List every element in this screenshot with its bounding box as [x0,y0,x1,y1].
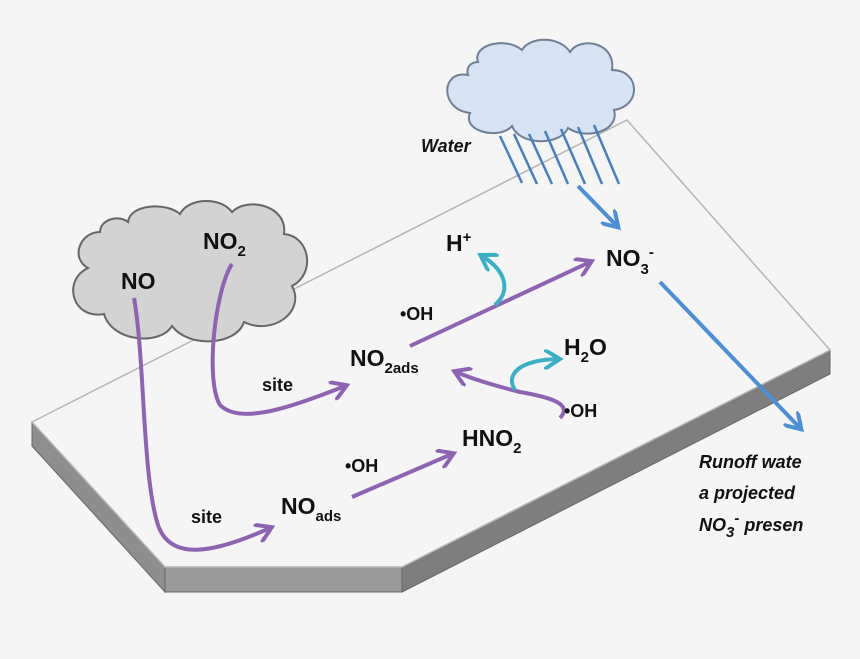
label-no2-cloud: NO2 [203,228,246,260]
slab-top [30,119,832,568]
label-h-plus: H+ [446,229,472,256]
label-no2ads: NO2ads [350,345,419,377]
label-h2o: H2O [564,334,607,366]
label-no3: NO3- [606,244,654,278]
rain-line [576,126,604,185]
label-oh-upper: •OH [400,304,433,324]
gas-cloud [72,199,309,343]
runoff-line-3: NO3- presen [699,510,803,541]
arrow-no3-runoff [658,280,800,428]
arrow-no2-to-no2ads [210,262,345,416]
surface-slab [30,119,832,594]
arrow-no2ads-to-no3 [409,262,590,348]
label-site-lower: site [191,507,222,527]
rain-line [512,133,539,185]
runoff-line-1: Runoff wate [699,452,802,472]
slab-side-front [164,566,403,593]
arrow-water-to-no3 [576,184,617,226]
label-noads: NOads [281,493,341,525]
runoff-annotation: Runoff wate a projected NO3- presen [699,452,803,541]
rain-cloud-shape [446,38,635,143]
rain-line [592,124,621,185]
arrow-noads-to-hno2 [351,454,452,499]
label-hno2: HNO2 [462,425,521,457]
label-water: Water [421,136,472,156]
arrow-h2o [510,359,558,392]
label-site-upper: site [262,375,293,395]
arrow-no-to-noads [132,297,270,552]
label-oh-lower: •OH [345,456,378,476]
runoff-line-2: a projected [699,483,796,503]
rain-cloud [446,38,635,185]
arrow-h-plus [482,256,507,307]
rain-line [559,128,587,185]
label-no-cloud: NO [121,268,156,294]
rain-line [527,133,554,185]
label-oh-right: •OH [564,401,597,421]
rain-lines [498,124,621,185]
rain-line [498,135,524,184]
arrow-hno2-to-no2ads [456,372,566,420]
rain-line [543,130,570,185]
